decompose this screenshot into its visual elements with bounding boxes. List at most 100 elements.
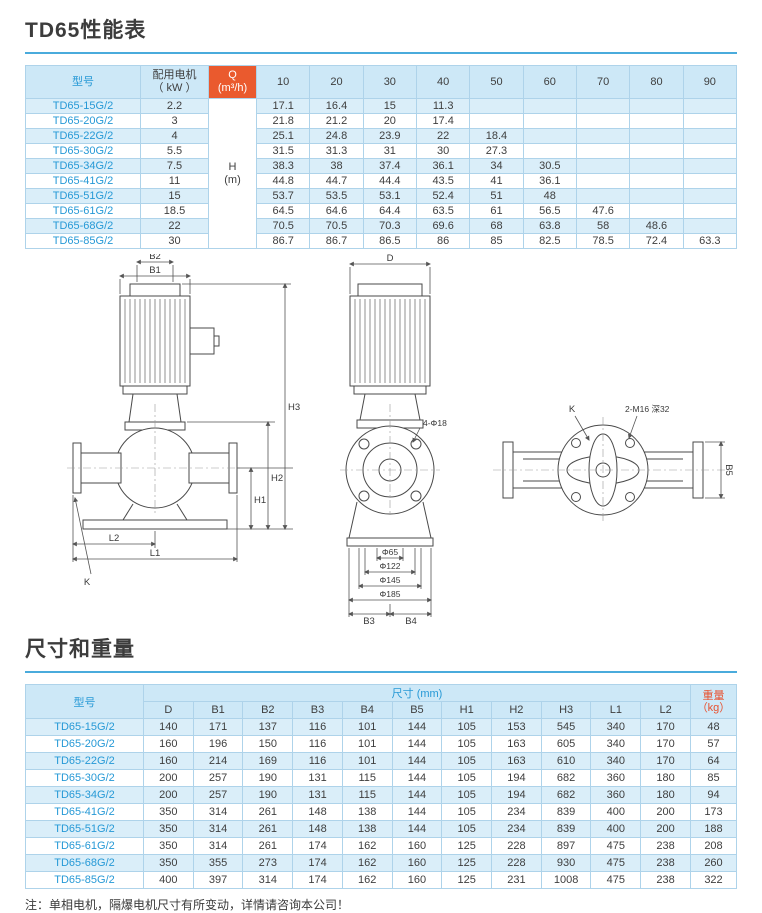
dimension-value-cell: 115 (341, 786, 393, 804)
dimension-value-cell: 190 (242, 786, 294, 804)
dimension-value-cell: 190 (242, 769, 294, 787)
model-cell: TD65-51G/2 (25, 188, 141, 204)
head-value-cell (469, 98, 524, 114)
front-view-dimensions (348, 261, 432, 617)
head-value-cell (682, 173, 738, 189)
head-value-cell (629, 188, 684, 204)
head-value-cell: 53.1 (362, 188, 417, 204)
head-value-cell: 64.5 (255, 203, 311, 219)
motor-power-cell: 3 (140, 113, 209, 129)
model-cell: TD65-15G/2 (25, 718, 144, 736)
model-cell: TD65-15G/2 (25, 98, 141, 114)
drawing-side-view: B2 B1 H1 H2 H3 L2 L1 K (67, 251, 300, 588)
motor-power-cell: 15 (140, 188, 209, 204)
dimension-value-cell: 360 (590, 786, 642, 804)
weight-cell: 208 (690, 837, 737, 855)
head-value-cell: 69.6 (415, 218, 471, 234)
head-value-cell: 78.5 (575, 233, 631, 249)
dimension-value-cell: 105 (441, 735, 493, 753)
dimension-value-cell: 200 (640, 820, 691, 838)
dimension-value-cell: 257 (192, 769, 244, 787)
dimension-value-cell: 105 (441, 718, 493, 736)
dimension-value-cell: 105 (441, 769, 493, 787)
dimension-value-cell: 350 (143, 803, 194, 821)
dim-label-l2: L2 (109, 533, 120, 544)
dimension-value-cell: 160 (143, 735, 194, 753)
dimension-value-cell: 350 (143, 820, 194, 838)
dimension-value-cell: 144 (391, 769, 443, 787)
dim-label-thread: 2-M16 深32 (625, 404, 670, 414)
dimension-value-cell: 138 (341, 803, 393, 821)
dimension-value-cell: 160 (143, 752, 194, 770)
dimension-value-cell: 125 (441, 854, 493, 872)
head-value-cell: 22 (415, 128, 471, 144)
dimension-value-cell: 105 (441, 786, 493, 804)
dimension-value-cell: 105 (441, 803, 493, 821)
model-cell: TD65-51G/2 (25, 820, 144, 838)
dimension-value-cell: 101 (341, 752, 393, 770)
head-value-cell (682, 188, 738, 204)
weight-cell: 173 (690, 803, 737, 821)
weight-cell: 188 (690, 820, 737, 838)
col-header-flow-value: 40 (415, 65, 471, 99)
dim-label-b2: B2 (149, 254, 161, 262)
head-value-cell: 20 (362, 113, 417, 129)
head-value-cell (575, 158, 631, 174)
head-value-cell: 58 (575, 218, 631, 234)
dim-label-bolt-holes: 4-Φ18 (423, 418, 447, 428)
dim-label-d: D (387, 254, 394, 264)
head-value-cell (522, 128, 577, 144)
head-value-cell: 36.1 (522, 173, 577, 189)
head-value-cell (682, 218, 738, 234)
head-value-cell: 70.5 (309, 218, 364, 234)
dim-label-l1: L1 (150, 548, 161, 559)
flow-header-line2: (m³/h) (217, 82, 248, 94)
dimension-value-cell: 194 (491, 786, 542, 804)
dimensions-title: 尺寸和重量 (25, 638, 135, 661)
dimension-value-cell: 257 (192, 786, 244, 804)
head-value-cell: 31 (362, 143, 417, 159)
head-value-cell: 53.5 (309, 188, 364, 204)
dimension-value-cell: 682 (540, 786, 592, 804)
dimension-value-cell: 194 (491, 769, 542, 787)
head-value-cell: 68 (469, 218, 524, 234)
dimension-value-cell: 400 (590, 803, 642, 821)
motor-power-cell: 2.2 (140, 98, 209, 114)
dimension-value-cell: 682 (540, 769, 592, 787)
head-value-cell (682, 143, 738, 159)
dimension-value-cell: 475 (590, 871, 642, 889)
head-value-cell: 37.4 (362, 158, 417, 174)
model-cell: TD65-68G/2 (25, 218, 141, 234)
dimension-value-cell: 131 (292, 786, 343, 804)
motor-power-cell: 7.5 (140, 158, 209, 174)
head-value-cell: 48 (522, 188, 577, 204)
centerlines (67, 404, 243, 516)
dimension-value-cell: 238 (640, 837, 691, 855)
motor-fins-front (354, 299, 426, 383)
head-value-cell (629, 98, 684, 114)
centerlines-front (340, 404, 440, 516)
col-header-flow-value: 10 (255, 65, 311, 99)
head-value-cell: 21.8 (255, 113, 311, 129)
head-value-cell: 86.5 (362, 233, 417, 249)
head-value-cell: 86 (415, 233, 471, 249)
dimension-value-cell: 605 (540, 735, 592, 753)
dim-label-h2: H2 (271, 473, 283, 484)
dimension-value-cell: 930 (540, 854, 592, 872)
dimension-value-cell: 150 (242, 735, 294, 753)
dimension-value-cell: 105 (441, 820, 493, 838)
dimension-value-cell: 163 (491, 735, 542, 753)
head-value-cell (575, 98, 631, 114)
head-value-cell (682, 158, 738, 174)
head-value-cell: 86.7 (309, 233, 364, 249)
head-value-cell (629, 203, 684, 219)
head-value-cell: 44.4 (362, 173, 417, 189)
dim-label-k-top: K (569, 404, 576, 415)
dim-label-phi65: Φ65 (382, 547, 399, 557)
